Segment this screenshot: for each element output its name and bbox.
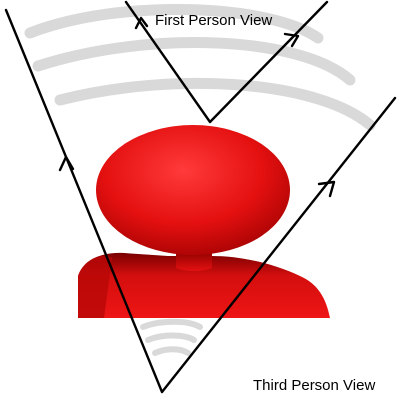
first-person-view-label: First Person View — [155, 12, 273, 29]
arrowhead-first-left — [134, 16, 149, 30]
mannequin-figure — [78, 125, 330, 318]
signal-arc — [152, 346, 191, 356]
arrowhead-first-right — [283, 32, 300, 48]
signal-arc — [24, 3, 324, 44]
signal-arc — [140, 318, 203, 330]
mannequin-neck — [176, 250, 212, 271]
third-person-cone — [4, 8, 397, 394]
arrowhead-third-left — [58, 155, 75, 172]
third-person-view-label: Third Person View — [253, 377, 376, 394]
first-person-cone — [124, 0, 329, 124]
mannequin-head — [96, 125, 290, 255]
signal-arcs-top — [24, 3, 376, 131]
mannequin-arm-shadow — [78, 255, 112, 318]
signal-arc — [32, 37, 356, 86]
mannequin-shoulders — [78, 252, 330, 318]
signal-arc — [145, 332, 197, 343]
signal-arc — [54, 77, 376, 131]
view-cones — [4, 0, 397, 394]
arrowhead-third-right — [317, 180, 336, 198]
signal-arcs-bottom — [140, 318, 203, 356]
